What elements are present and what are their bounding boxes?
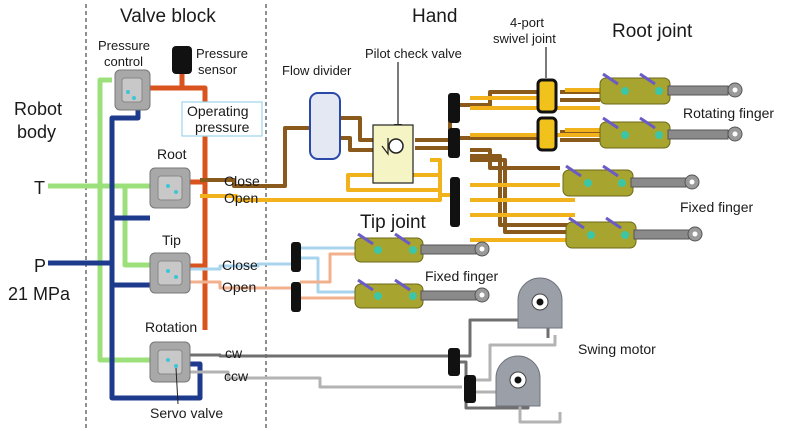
pressure-sensor-label-line1: Pressure <box>196 46 248 61</box>
cw-line <box>188 318 550 410</box>
pressure-sensor <box>172 46 192 74</box>
tip-valve-title: Tip <box>162 232 181 248</box>
rotating-finger-label: Rotating finger <box>683 105 774 121</box>
rotating-finger-cylinder-1 <box>599 72 743 105</box>
flow-divider-label: Flow divider <box>282 63 352 78</box>
pressure-control-label-line1: Pressure <box>98 38 150 53</box>
swing-motor-lower <box>495 355 541 407</box>
tip-open-port-label: Open <box>222 279 256 295</box>
root-close-port-label: Close <box>224 173 260 189</box>
operating-pressure-box <box>181 101 263 137</box>
swivel-joint-upper <box>536 78 558 114</box>
tip-close-port-label: Close <box>222 257 258 273</box>
cw-port-label: cw <box>225 345 243 361</box>
pilot-check-valve-label: Pilot check valve <box>365 46 462 61</box>
robot-body-label-line2: body <box>17 122 56 142</box>
pilot-check-seat <box>381 138 389 156</box>
ccw-port-label: ccw <box>224 368 249 384</box>
rotating-finger-cylinder-2 <box>599 116 743 149</box>
rotation-servo-valve <box>149 341 191 383</box>
swing-motor-upper <box>517 277 563 329</box>
manifold-block-tip-1 <box>291 242 301 272</box>
manifold-block-2 <box>448 128 460 158</box>
section-title-root-joint: Root joint <box>612 21 693 42</box>
servo-valve-leader <box>175 367 179 405</box>
manifold-block-3 <box>450 177 460 227</box>
pilot-check-ball <box>388 138 404 154</box>
pressure-control-valve <box>114 69 151 111</box>
section-title-valve-block: Valve block <box>120 6 216 27</box>
swing-motor-label: Swing motor <box>578 341 656 357</box>
swivel-joint-label-line1: 4-port <box>510 15 544 30</box>
root-valve-title: Root <box>157 146 187 162</box>
operating-pressure-label-line1: Operating <box>187 103 248 119</box>
tip-cylinder-2 <box>354 278 490 309</box>
flow-divider <box>309 92 341 160</box>
manifold-block-rot-2 <box>464 375 476 403</box>
root-servo-valve <box>149 167 191 209</box>
pilot-check-valve <box>372 124 414 184</box>
tip-cylinders <box>354 232 490 309</box>
tip-servo-valve <box>149 252 191 294</box>
section-title-tip-joint: Tip joint <box>360 212 427 233</box>
fixed-finger-tip-label: Fixed finger <box>425 268 498 284</box>
fixed-finger-root-cylinder-1 <box>562 164 700 197</box>
fixed-finger-root-cylinder-2 <box>565 216 703 249</box>
pressure-control-label-line2: control <box>104 54 143 69</box>
swivel-joint-lower <box>536 116 558 152</box>
manifold-block-rot-1 <box>448 348 460 376</box>
tank-port-label: T <box>34 178 45 198</box>
section-title-hand: Hand <box>412 6 457 27</box>
pressure-port-label: P <box>34 256 46 276</box>
robot-body-label-line1: Robot <box>14 99 62 119</box>
operating-pressure-label-line2: pressure <box>195 119 250 135</box>
servo-valve-label: Servo valve <box>150 405 223 421</box>
manifold-block-1 <box>448 93 460 123</box>
supply-pressure-label: 21 MPa <box>8 284 71 304</box>
tip-close-line <box>188 246 355 294</box>
pressure-sensor-label-line2: sensor <box>198 62 238 77</box>
tank-line <box>48 77 150 363</box>
pressure-line <box>48 106 203 401</box>
manifold-block-tip-2 <box>291 282 301 312</box>
root-cylinders <box>562 72 743 249</box>
tip-cylinder-1 <box>354 232 490 263</box>
operating-pressure-line <box>150 68 208 330</box>
tip-open-line <box>188 252 355 300</box>
root-open-port-label: Open <box>224 190 258 206</box>
fixed-finger-root-label: Fixed finger <box>680 199 753 215</box>
swivel-joint-label-line2: swivel joint <box>493 31 556 46</box>
rotation-valve-title: Rotation <box>145 319 197 335</box>
